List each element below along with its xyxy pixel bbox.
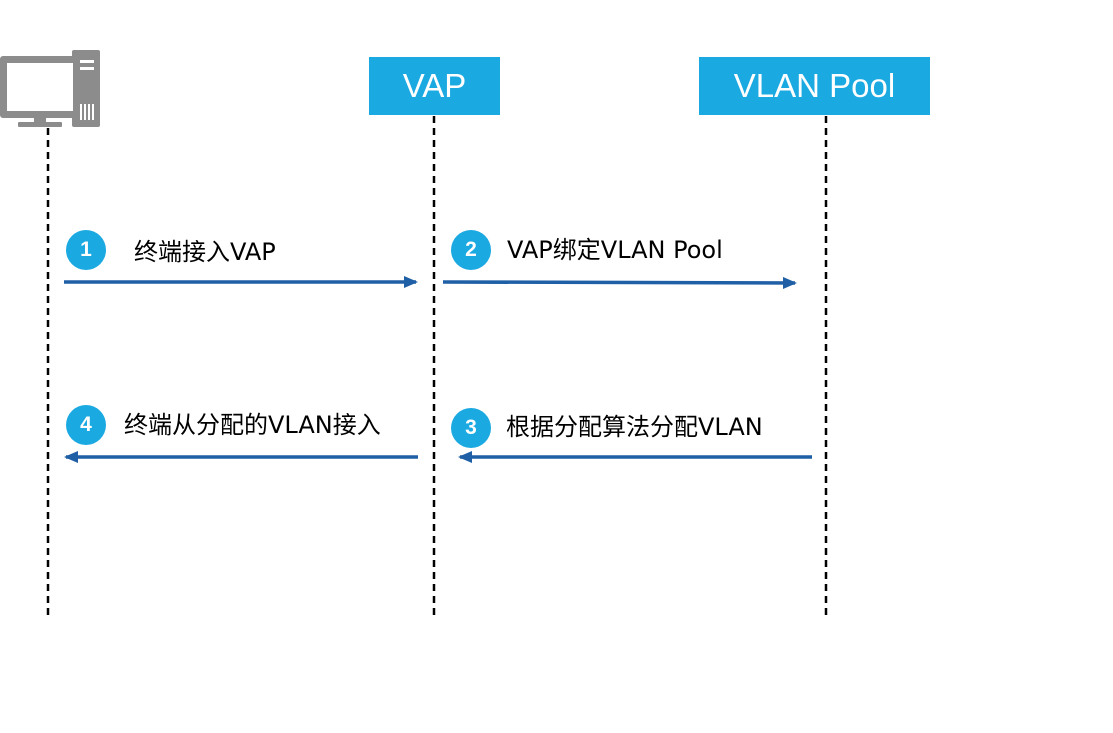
- step-4-label: 终端从分配的VLAN接入: [124, 411, 381, 439]
- step-1-number: 1: [80, 238, 92, 261]
- step-3-label: 根据分配算法分配VLAN: [506, 413, 763, 441]
- step-3-badge: 3: [451, 408, 491, 448]
- vap-box: VAP: [369, 57, 500, 115]
- step-4-number: 4: [80, 413, 92, 436]
- step-2-arrow: [442, 276, 797, 289]
- step-4-badge: 4: [66, 405, 106, 445]
- step-2-badge: 2: [451, 230, 491, 270]
- vap-label: VAP: [402, 67, 467, 104]
- step-1-label: 终端接入VAP: [134, 238, 276, 266]
- step-1-badge: 1: [66, 230, 106, 270]
- computer-icon: [0, 50, 100, 127]
- vlan-pool-box: VLAN Pool: [699, 57, 930, 115]
- step-2-number: 2: [465, 238, 477, 261]
- step-3-number: 3: [465, 416, 477, 439]
- step-2-label: VAP绑定VLAN Pool: [507, 236, 723, 264]
- vlan-pool-label: VLAN Pool: [733, 67, 896, 104]
